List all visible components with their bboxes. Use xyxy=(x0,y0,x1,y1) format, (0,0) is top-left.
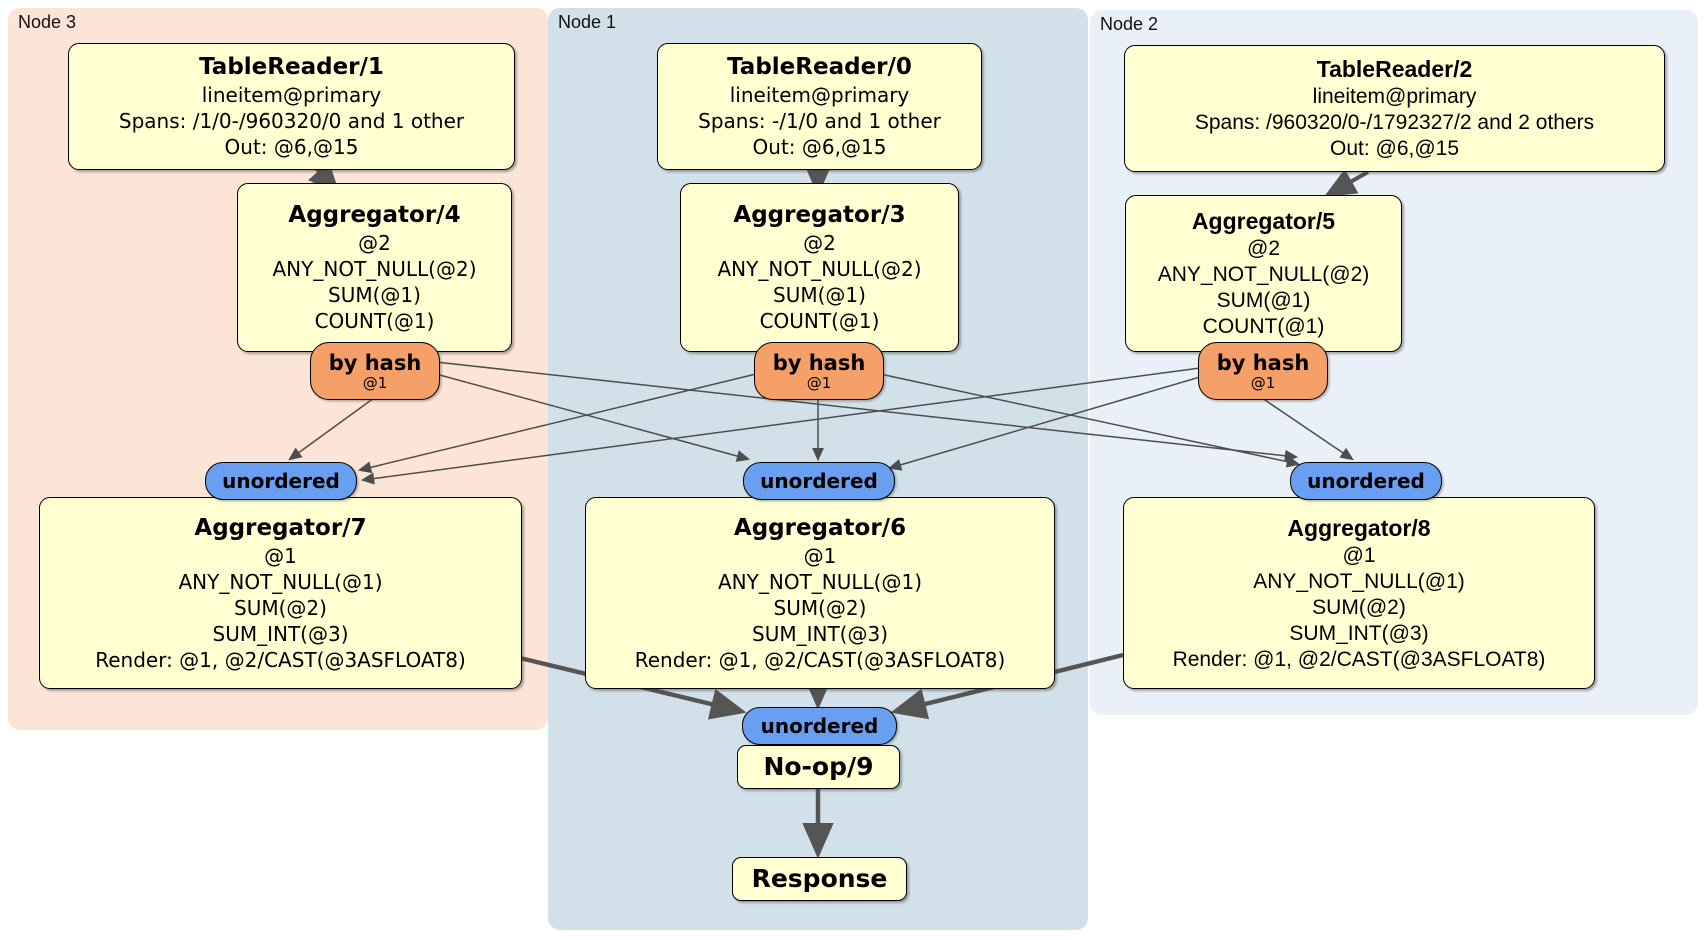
processor-detail-line: SUM_INT(@3) xyxy=(752,621,888,646)
processor-detail-line: Spans: /960320/0-/1792327/2 and 2 others xyxy=(1194,111,1595,134)
processor-detail-line: ANY_NOT_NULL(@1) xyxy=(1253,569,1465,593)
processor-detail-line: Render: @1, @2/CAST(@3ASFLOAT8) xyxy=(634,647,1006,672)
synchronizer-unordered-7: unordered xyxy=(205,462,357,500)
processor-detail-line: Out: @6,@15 xyxy=(1329,137,1460,160)
router-detail: @1 xyxy=(1250,373,1276,392)
processor-detail-line: SUM(@2) xyxy=(234,595,327,620)
processor-box-aggregator-8: Aggregator/8 @1 ANY_NOT_NULL(@1) SUM(@2)… xyxy=(1123,497,1595,689)
processor-detail-line: Out: @6,@15 xyxy=(752,135,887,159)
router-by-hash-5: by hash @1 xyxy=(1198,342,1328,400)
router-label: by hash xyxy=(328,350,422,375)
processor-box-response: Response xyxy=(732,857,907,901)
router-by-hash-3: by hash @1 xyxy=(754,342,884,400)
processor-detail-line: lineitem@primary xyxy=(1312,85,1477,108)
processor-detail-line: SUM(@1) xyxy=(773,283,866,307)
processor-box-aggregator-7: Aggregator/7 @1 ANY_NOT_NULL(@1) SUM(@2)… xyxy=(39,497,522,689)
processor-detail-line: lineitem@primary xyxy=(201,83,382,107)
processor-detail-line: lineitem@primary xyxy=(729,83,910,107)
processor-detail-line: COUNT(@1) xyxy=(1202,315,1325,338)
processor-box-aggregator-3: Aggregator/3 @2 ANY_NOT_NULL(@2) SUM(@1)… xyxy=(680,183,959,352)
processor-detail-line: ANY_NOT_NULL(@1) xyxy=(178,569,383,594)
processor-title: Aggregator/4 xyxy=(288,202,461,228)
synchronizer-unordered-8: unordered xyxy=(1290,462,1442,500)
processor-detail-line: SUM_INT(@3) xyxy=(1289,621,1429,645)
processor-box-noop-9: No-op/9 xyxy=(737,745,900,789)
router-detail: @1 xyxy=(362,373,388,392)
processor-detail-line: Out: @6,@15 xyxy=(224,135,359,159)
processor-detail-line: SUM_INT(@3) xyxy=(212,621,349,646)
router-label: by hash xyxy=(772,350,866,375)
router-label: by hash xyxy=(1216,350,1310,375)
processor-detail-line: ANY_NOT_NULL(@1) xyxy=(718,569,922,594)
processor-detail-line: @1 xyxy=(1342,543,1376,567)
processor-title: Aggregator/8 xyxy=(1287,514,1431,541)
processor-title: Aggregator/3 xyxy=(733,202,906,228)
processor-title: TableReader/2 xyxy=(1316,56,1473,82)
node-3-label: Node 3 xyxy=(18,12,77,32)
processor-detail-line: COUNT(@1) xyxy=(314,309,435,333)
node-1-label: Node 1 xyxy=(558,12,617,32)
processor-detail-line: @2 xyxy=(803,231,836,255)
processor-box-tablereader-0: TableReader/0 lineitem@primary Spans: -/… xyxy=(657,43,982,170)
processor-detail-line: @2 xyxy=(1247,237,1280,260)
processor-detail-line: ANY_NOT_NULL(@2) xyxy=(717,257,922,281)
processor-title: Aggregator/5 xyxy=(1191,208,1336,234)
processor-box-aggregator-4: Aggregator/4 @2 ANY_NOT_NULL(@2) SUM(@1)… xyxy=(237,183,512,352)
synchronizer-unordered-9: unordered xyxy=(742,707,897,745)
processor-detail-line: @1 xyxy=(264,543,297,568)
router-detail: @1 xyxy=(806,373,832,392)
processor-detail-line: Render: @1, @2/CAST(@3ASFLOAT8) xyxy=(95,647,466,672)
processor-detail-line: SUM(@2) xyxy=(773,595,867,620)
processor-box-tablereader-2: TableReader/2 lineitem@primary Spans: /9… xyxy=(1124,45,1665,172)
processor-detail-line: COUNT(@1) xyxy=(759,309,880,333)
node-2-label: Node 2 xyxy=(1100,14,1159,34)
processor-box-aggregator-6: Aggregator/6 @1 ANY_NOT_NULL(@1) SUM(@2)… xyxy=(585,497,1055,689)
processor-detail-line: ANY_NOT_NULL(@2) xyxy=(272,257,477,281)
processor-detail-line: Spans: -/1/0 and 1 other xyxy=(698,109,941,133)
processor-title: Aggregator/6 xyxy=(733,514,907,541)
processor-detail-line: SUM(@1) xyxy=(328,283,421,307)
processor-box-tablereader-1: TableReader/1 lineitem@primary Spans: /1… xyxy=(68,43,515,170)
processor-box-aggregator-5: Aggregator/5 @2 ANY_NOT_NULL(@2) SUM(@1)… xyxy=(1125,195,1402,352)
router-by-hash-4: by hash @1 xyxy=(310,342,440,400)
processor-detail-line: SUM(@2) xyxy=(1312,595,1406,619)
processor-detail-line: @1 xyxy=(803,543,837,568)
processor-title: TableReader/1 xyxy=(199,54,384,80)
processor-detail-line: SUM(@1) xyxy=(1216,289,1311,312)
processor-detail-line: ANY_NOT_NULL(@2) xyxy=(1157,263,1370,286)
processor-title: No-op/9 xyxy=(763,752,874,781)
processor-detail-line: Render: @1, @2/CAST(@3ASFLOAT8) xyxy=(1172,647,1546,671)
processor-detail-line: @2 xyxy=(358,231,391,255)
processor-title: Aggregator/7 xyxy=(194,514,367,541)
synchronizer-unordered-6: unordered xyxy=(743,462,895,500)
processor-title: TableReader/0 xyxy=(727,54,912,80)
processor-title: Response xyxy=(751,864,888,893)
processor-detail-line: Spans: /1/0-/960320/0 and 1 other xyxy=(118,109,465,133)
